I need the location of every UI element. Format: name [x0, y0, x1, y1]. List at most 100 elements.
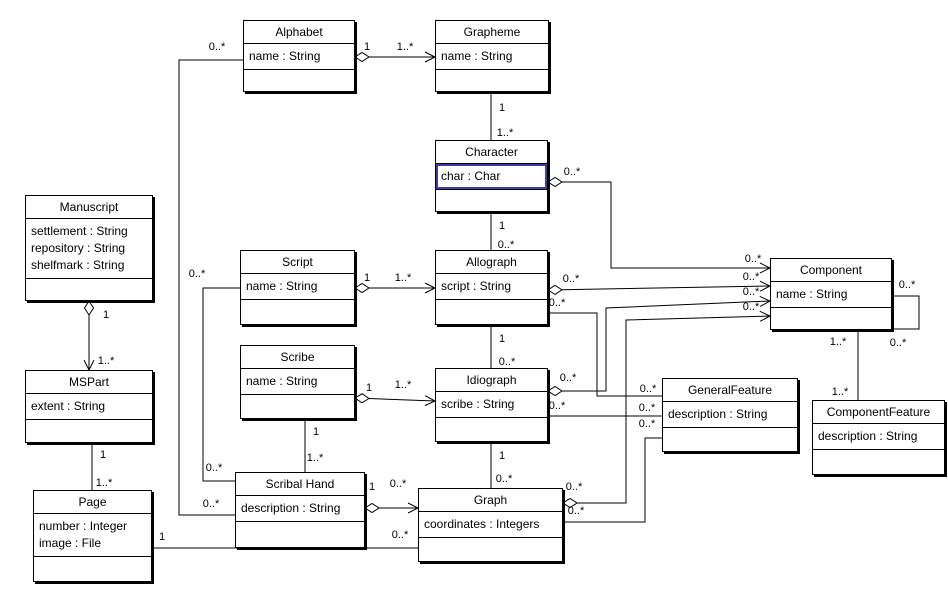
attribute-row[interactable]: settlement : String	[31, 224, 128, 238]
operations-compartment[interactable]	[241, 300, 354, 324]
association-grapheme-character[interactable]: 11..*	[490, 92, 514, 140]
association-mspart-page[interactable]: 11..*	[91, 443, 113, 490]
association-allograph-generalfeature[interactable]: 0..*0..*	[548, 297, 662, 397]
attributes-compartment[interactable]: name : String	[241, 274, 354, 300]
association-manuscript-mspart[interactable]: 11..*	[83, 300, 115, 372]
association-component-component[interactable]: 0..*0..*	[890, 279, 920, 349]
association-character-allograph[interactable]: 10..*	[490, 212, 515, 251]
attribute-row[interactable]: image : File	[39, 536, 102, 550]
attributes-compartment[interactable]: extent : String	[26, 394, 152, 420]
operations-compartment[interactable]	[436, 190, 547, 211]
multiplicity-label: 0..*	[392, 529, 409, 541]
attribute-row[interactable]: name : String	[246, 279, 318, 293]
attributes-compartment[interactable]: name : String	[244, 44, 354, 70]
attributes-compartment[interactable]: scribe : String	[436, 392, 547, 418]
attributes-compartment[interactable]: name : String	[771, 282, 891, 308]
attributes-compartment[interactable]: number : Integer image : File	[34, 514, 151, 557]
association-idiograph-component[interactable]: 0..*0..*	[547, 286, 772, 397]
association-graph-component[interactable]: 0..*0..*	[562, 301, 772, 509]
operations-compartment[interactable]	[26, 279, 152, 300]
class-title: GeneralFeature	[663, 379, 797, 402]
association-allograph-component[interactable]: 0..*0..*	[547, 271, 772, 295]
association-scribe-scribal-hand[interactable]: 11..*	[304, 419, 324, 472]
operations-compartment[interactable]	[436, 300, 547, 324]
attribute-row[interactable]: name : String	[776, 287, 848, 301]
attribute-row[interactable]: name : String	[249, 49, 321, 63]
attribute-row[interactable]: name : String	[441, 49, 513, 63]
attribute-row[interactable]: description : String	[668, 407, 768, 421]
class-box-component[interactable]: Component name : String	[770, 258, 892, 330]
association-line[interactable]	[548, 300, 771, 392]
attribute-row[interactable]: script : String	[441, 279, 512, 293]
association-idiograph-graph[interactable]: 10..*	[490, 442, 513, 488]
association-line[interactable]	[202, 287, 240, 482]
association-line[interactable]	[547, 285, 771, 291]
attribute-row[interactable]: shelfmark : String	[31, 258, 125, 272]
association-component-componentfeature[interactable]: 1..*1..*	[830, 330, 859, 400]
class-title: Grapheme	[436, 21, 548, 44]
operations-compartment[interactable]	[663, 428, 797, 451]
attributes-compartment[interactable]: description : String	[813, 424, 944, 450]
association-line[interactable]	[178, 59, 243, 516]
operations-compartment[interactable]	[26, 420, 152, 442]
association-line[interactable]	[563, 315, 771, 504]
association-line[interactable]	[548, 312, 662, 397]
multiplicity-label: 1..*	[832, 386, 849, 398]
operations-compartment[interactable]	[236, 522, 364, 547]
class-title: Component	[771, 259, 891, 282]
association-graph-generalfeature[interactable]: 0..*0..*	[563, 418, 662, 523]
association-script-scribal-hand[interactable]: 0..*0..*	[189, 268, 240, 482]
operations-compartment[interactable]	[419, 538, 562, 561]
operations-compartment[interactable]	[244, 70, 354, 91]
attributes-compartment[interactable]: coordinates : Integers	[419, 512, 562, 538]
attributes-compartment[interactable]: script : String	[436, 274, 547, 300]
operations-compartment[interactable]	[436, 418, 547, 441]
attribute-row[interactable]: description : String	[818, 429, 918, 443]
attribute-row[interactable]: extent : String	[31, 399, 106, 413]
association-character-component[interactable]: 0..*0..*	[547, 166, 772, 274]
association-idiograph-generalfeature[interactable]: 0..*0..*	[548, 400, 662, 417]
attribute-row[interactable]: coordinates : Integers	[424, 517, 540, 531]
attributes-compartment[interactable]: settlement : String repository : String sh…	[26, 219, 152, 279]
operations-compartment[interactable]	[34, 557, 151, 581]
attribute-row[interactable]: name : String	[246, 374, 318, 388]
association-alphabet-scribal-hand[interactable]: 0..*0..*	[178, 41, 243, 516]
association-allograph-idiograph[interactable]: 10..*	[490, 325, 516, 368]
operations-compartment[interactable]	[771, 308, 891, 329]
attribute-row[interactable]: scribe : String	[441, 397, 515, 411]
association-line[interactable]	[892, 295, 920, 330]
attributes-compartment-selected[interactable]: char : Char	[436, 164, 547, 190]
attributes-compartment[interactable]: name : String	[436, 44, 548, 70]
association-line[interactable]	[563, 437, 662, 523]
attributes-compartment[interactable]: description : String	[236, 496, 364, 522]
attribute-row[interactable]: number : Integer	[39, 519, 128, 533]
operations-compartment[interactable]	[241, 395, 354, 418]
attribute-row[interactable]: repository : String	[31, 241, 126, 255]
operations-compartment[interactable]	[436, 70, 548, 91]
class-box-generalfeature[interactable]: GeneralFeature description : String	[662, 378, 798, 452]
association-line[interactable]	[548, 181, 770, 269]
attributes-compartment[interactable]: description : String	[663, 402, 797, 428]
operations-compartment[interactable]	[813, 450, 944, 474]
attribute-row[interactable]: description : String	[241, 501, 341, 515]
attribute-row[interactable]: char : Char	[441, 169, 501, 183]
class-box-grapheme[interactable]: Grapheme name : String	[435, 20, 549, 92]
attributes-compartment[interactable]: name : String	[241, 369, 354, 395]
